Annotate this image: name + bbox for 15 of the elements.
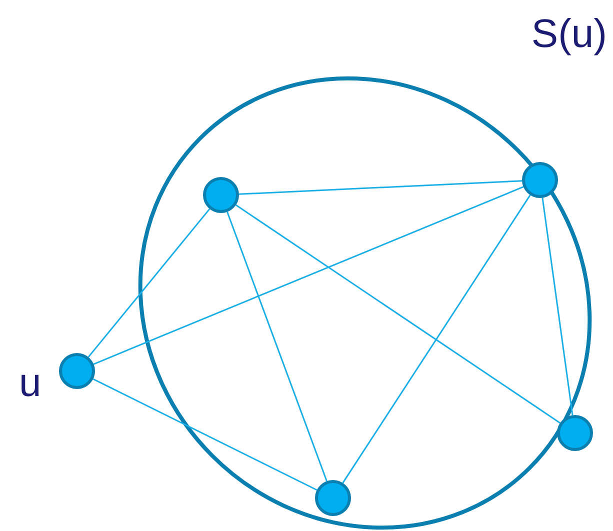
- vertex-circle: [522, 162, 558, 198]
- edge-line: [342, 194, 531, 484]
- edge-line: [93, 186, 524, 365]
- vertex-circle: [315, 480, 351, 516]
- vertex-circle: [59, 353, 95, 389]
- edge-line: [238, 180, 522, 195]
- edge-line: [88, 208, 210, 358]
- edge-line: [92, 378, 318, 491]
- edge-line: [226, 212, 328, 482]
- vertex-circle: [557, 415, 593, 451]
- vertex-circle: [203, 177, 239, 213]
- set-label: S(u): [531, 14, 607, 54]
- edge-line: [236, 204, 560, 424]
- edge-line: [542, 198, 574, 416]
- vertex-label: u: [19, 363, 42, 403]
